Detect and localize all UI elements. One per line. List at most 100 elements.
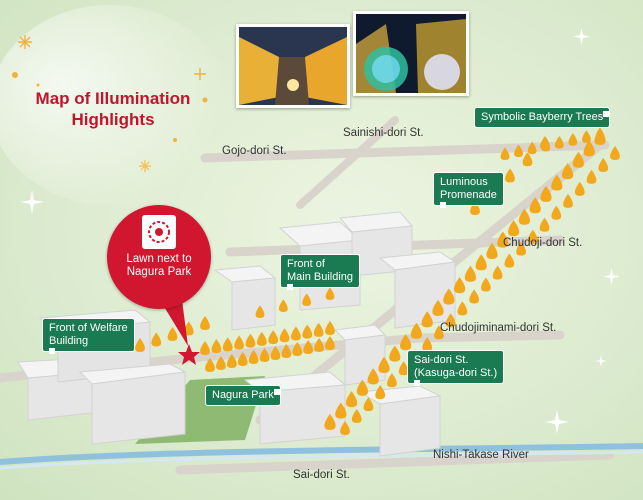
- tree-icon: [222, 337, 233, 352]
- map-title-line1: Map of Illumination: [35, 89, 191, 108]
- tree-icon: [540, 185, 552, 202]
- spot-label-text: Building: [49, 335, 89, 347]
- spot-label-text: Luminous: [440, 176, 488, 188]
- tree-icon: [516, 241, 526, 256]
- tree-icon: [335, 402, 347, 419]
- illuminated-trees: [135, 127, 620, 435]
- tree-icon: [586, 169, 597, 184]
- tree-icon: [527, 141, 537, 155]
- tree-icon: [469, 289, 480, 304]
- spot-label-text: Main Building: [287, 271, 354, 283]
- tree-icon: [259, 348, 270, 362]
- tree-icon: [270, 346, 281, 360]
- tree-icon: [492, 265, 503, 280]
- tree-icon: [398, 361, 409, 376]
- river: [0, 443, 643, 465]
- spot-label-symbolic-trees[interactable]: Symbolic Bayberry Trees: [474, 107, 611, 128]
- pin-text-line1: Lawn next to: [126, 253, 192, 265]
- tree-icon: [167, 327, 178, 341]
- tree-icon: [340, 421, 350, 435]
- spot-label-luminous-promenade[interactable]: Luminous Promenade: [433, 172, 504, 208]
- tree-icon: [237, 352, 248, 366]
- small-stars: [12, 72, 208, 142]
- tree-icon: [245, 333, 256, 348]
- tree-icon: [313, 322, 324, 337]
- tree-icon: [302, 293, 312, 306]
- spot-label-saidori[interactable]: Sai-dori St. (Kasuga-dori St.): [407, 350, 505, 386]
- spot-label-text: Symbolic Bayberry Trees: [481, 111, 604, 123]
- tree-icon: [480, 277, 491, 292]
- tree-icon: [464, 265, 477, 282]
- tree-icon: [278, 299, 288, 312]
- spot-label-text: Sai-dori St.: [414, 354, 469, 366]
- tree-icon: [486, 242, 498, 259]
- tree-icon: [151, 332, 162, 347]
- tree-icon: [351, 409, 362, 424]
- tree-icon: [200, 341, 210, 355]
- tree-icon: [256, 331, 267, 346]
- tree-icon: [497, 231, 509, 248]
- street-label-chudojiminami: Chudojiminami-dori St.: [440, 322, 557, 334]
- tree-icon: [281, 344, 292, 358]
- tree-icon: [268, 330, 279, 345]
- tree-icon: [314, 338, 324, 352]
- tree-icon: [540, 136, 550, 150]
- tree-icon: [610, 146, 620, 160]
- spot-label-text: (Kasuga-dori St.): [414, 367, 498, 379]
- tree-icon: [554, 135, 564, 149]
- tree-icon: [255, 305, 265, 318]
- tree-icon: [292, 342, 303, 356]
- tree-icon: [561, 163, 574, 180]
- tree-icon: [183, 321, 194, 336]
- tree-icon: [507, 220, 520, 237]
- tree-icon: [551, 174, 563, 191]
- tree-icon: [563, 193, 573, 208]
- tree-icon: [248, 350, 259, 364]
- tree-icon: [527, 229, 538, 244]
- lawn-emblem-icon: [142, 215, 176, 249]
- tree-icon: [529, 197, 541, 214]
- tree-icon: [574, 181, 585, 196]
- tree-icon: [421, 311, 433, 328]
- tree-icon: [279, 328, 290, 343]
- tree-icon: [375, 385, 386, 400]
- tree-icon: [389, 345, 401, 362]
- tree-icon: [367, 368, 379, 385]
- tree-icon: [505, 168, 515, 183]
- spot-label-text: Front of Welfare: [49, 322, 128, 334]
- tree-icon: [399, 334, 412, 351]
- tree-icon: [475, 254, 487, 271]
- tree-icon: [356, 379, 369, 396]
- sparkle-icon: [20, 28, 620, 434]
- photo-light-dome: [353, 11, 469, 96]
- spot-pin-lawn-next-to-nagura-park[interactable]: Lawn next to Nagura Park: [107, 205, 211, 309]
- spot-label-front-main-building[interactable]: Front of Main Building: [280, 254, 361, 290]
- street-label-nishitakase: Nishi-Takase River: [433, 449, 529, 461]
- tree-icon: [226, 354, 237, 368]
- street-label-saidori: Sai-dori St.: [293, 469, 350, 481]
- tree-icon: [434, 325, 444, 340]
- spot-label-nagura-park[interactable]: Nagura Park: [205, 385, 281, 406]
- tree-icon: [324, 413, 336, 430]
- tree-icon: [522, 152, 533, 167]
- tree-icon: [205, 358, 215, 372]
- tree-icon: [551, 205, 562, 220]
- tree-icon: [363, 397, 374, 412]
- tree-icon: [595, 127, 605, 140]
- tree-icon: [325, 321, 335, 335]
- tree-icon: [410, 322, 423, 339]
- street-label-gojo: Gojo-dori St.: [222, 145, 287, 157]
- tree-icon: [443, 288, 455, 305]
- tree-icon: [598, 157, 609, 172]
- street-label-chudoji: Chudoji-dori St.: [503, 237, 583, 249]
- snowflake-icon: [18, 35, 206, 172]
- tree-icon: [583, 140, 595, 157]
- map-title-line2: Highlights: [71, 110, 155, 129]
- tree-icon: [291, 326, 301, 341]
- tree-icon: [234, 335, 244, 350]
- tree-icon: [470, 201, 480, 215]
- moon-glow: [0, 5, 230, 205]
- tree-icon: [539, 217, 550, 232]
- spot-label-welfare-building[interactable]: Front of Welfare Building: [42, 318, 135, 354]
